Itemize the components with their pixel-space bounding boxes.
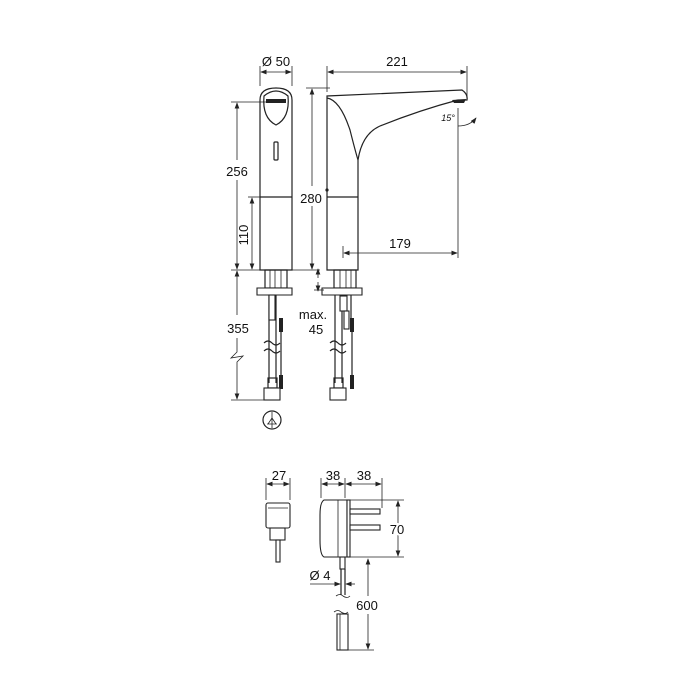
front-view (256, 87, 293, 401)
dim-diameter-50: Ø 50 (262, 54, 290, 69)
dim-cable-diameter: Ø 4 (310, 568, 331, 583)
side-dimensions: 221 280 179 15° max. 45 (299, 54, 477, 337)
dim-pipe-355: 355 (227, 321, 249, 336)
dim-height-110: 110 (236, 225, 251, 246)
dim-height-70: 70 (390, 522, 404, 537)
adapter-side-view: 27 (265, 468, 291, 563)
adapter-front-view (319, 499, 381, 651)
side-view (321, 89, 468, 401)
dim-max-45: 45 (309, 322, 323, 337)
dim-height-256: 256 (226, 164, 248, 179)
front-dimensions: Ø 50 256 110 355 (226, 54, 320, 401)
angle-15: 15° (441, 113, 455, 123)
valve-symbol (262, 410, 282, 430)
dim-reach-179: 179 (389, 236, 411, 251)
dim-depth-38-plug: 38 (357, 468, 371, 483)
dim-width-27: 27 (272, 468, 286, 483)
dim-height-280: 280 (300, 191, 322, 206)
dim-cable-600: 600 (356, 598, 378, 613)
dim-length-221: 221 (386, 54, 408, 69)
adapter-dimensions: 38 38 70 Ø 4 600 (310, 468, 406, 651)
dim-max-label: max. (299, 307, 327, 322)
dim-depth-38-body: 38 (326, 468, 340, 483)
